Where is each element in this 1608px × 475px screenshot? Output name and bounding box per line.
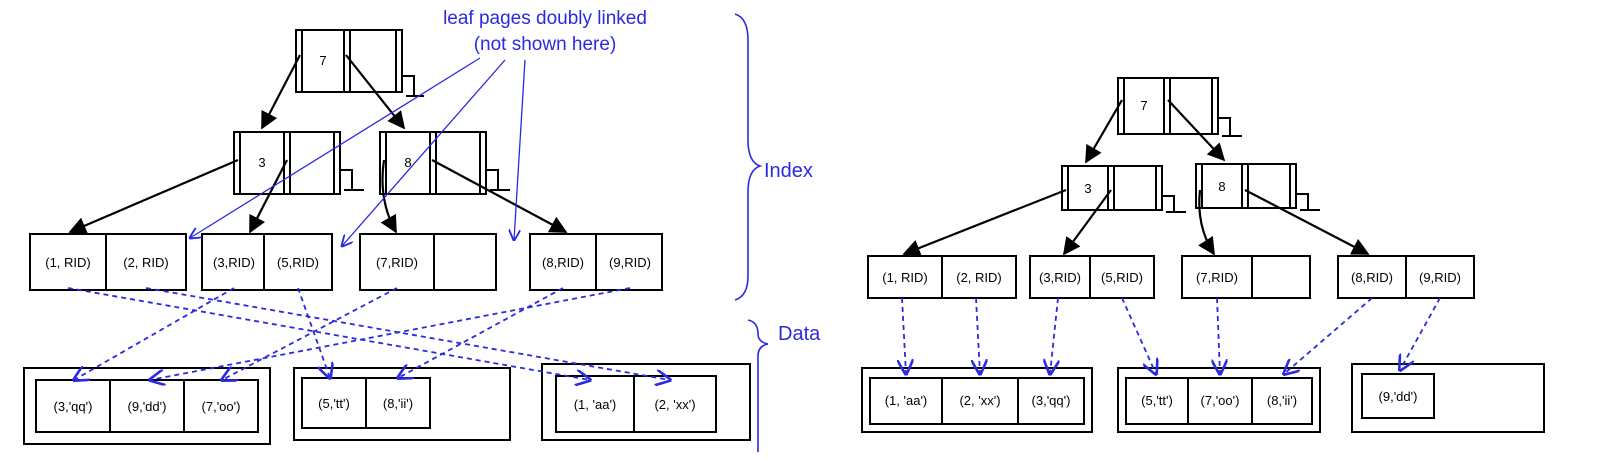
leaf-entry: (7,RID) (1196, 270, 1238, 285)
data-record: (2, 'xx') (959, 393, 1000, 408)
leaf-entry: (8,RID) (1351, 270, 1393, 285)
right-data-page-2: (5,'tt') (7,'oo') (8,'ii') (1117, 367, 1321, 433)
right-rid-pointers (902, 297, 1441, 374)
left-inner-key-8: 8 (404, 155, 411, 170)
data-record: (5,'tt') (318, 396, 350, 411)
null-pointer-ground-icon (340, 169, 364, 191)
leaf-entry: (2, RID) (956, 270, 1002, 285)
left-leaf-1: (1, RID) (2, RID) (29, 233, 187, 291)
right-inner-key-3: 3 (1084, 181, 1091, 196)
annotation-line-2: (not shown here) (474, 34, 617, 55)
data-label: Data (778, 323, 821, 345)
data-record: (9,'dd') (128, 399, 167, 414)
left-root-key: 7 (319, 53, 326, 68)
null-pointer-ground-icon (1218, 117, 1242, 137)
right-inner-node-8: 8 (1195, 163, 1320, 211)
null-pointer-ground-icon (402, 75, 424, 97)
left-data-page-2: (5,'tt') (8,'ii') (293, 367, 511, 441)
right-leaf-3: (7,RID) (1181, 255, 1311, 299)
data-record: (1, 'aa') (885, 393, 928, 408)
index-brace-icon (734, 13, 763, 301)
right-leaf-4: (8,RID) (9,RID) (1337, 255, 1475, 299)
data-record: (9,'dd') (1379, 389, 1418, 404)
left-leaf-3: (7,RID) (359, 233, 497, 291)
null-pointer-ground-icon (486, 169, 510, 191)
index-label: Index (764, 160, 813, 182)
right-root-node: 7 (1117, 77, 1242, 137)
leaf-entry: (3,RID) (213, 255, 255, 270)
data-record: (8,'ii') (383, 396, 413, 411)
leaf-entry: (3,RID) (1039, 270, 1081, 285)
left-data-page-1: (3,'qq') (9,'dd') (7,'oo') (23, 367, 271, 445)
left-root-node: 7 (295, 29, 424, 97)
leaf-entry: (5,RID) (277, 255, 319, 270)
data-record: (3,'qq') (1032, 393, 1071, 408)
leaf-entry: (9,RID) (609, 255, 651, 270)
right-leaf-2: (3,RID) (5,RID) (1029, 255, 1155, 299)
right-leaf-1: (1, RID) (2, RID) (867, 255, 1017, 299)
right-root-key: 7 (1140, 98, 1147, 113)
right-data-page-1: (1, 'aa') (2, 'xx') (3,'qq') (861, 367, 1093, 433)
left-leaf-2: (3,RID) (5,RID) (201, 233, 333, 291)
left-inner-node-8: 8 (379, 131, 510, 195)
leaf-entry: (7,RID) (376, 255, 418, 270)
leaf-entry: (8,RID) (542, 255, 584, 270)
left-leaf-4: (8,RID) (9,RID) (529, 233, 663, 291)
leaf-entry: (1, RID) (45, 255, 91, 270)
annotation-line-1: leaf pages doubly linked (443, 8, 647, 29)
leaf-entry: (5,RID) (1101, 270, 1143, 285)
right-inner-node-3: 3 (1061, 165, 1186, 213)
annotation-pointers (190, 57, 526, 246)
null-pointer-ground-icon (1162, 195, 1186, 213)
leaf-entry: (1, RID) (882, 270, 928, 285)
right-inner-key-8: 8 (1218, 179, 1225, 194)
left-inner-node-3: 3 (233, 131, 364, 195)
leaf-entry: (9,RID) (1419, 270, 1461, 285)
data-record: (1, 'aa') (574, 397, 617, 412)
null-pointer-ground-icon (1296, 193, 1320, 211)
right-diagram: 7 3 8 (861, 77, 1545, 433)
data-record: (3,'qq') (54, 399, 93, 414)
left-tree-pointers (68, 54, 568, 234)
left-diagram: 7 3 8 (23, 8, 821, 452)
data-record: (8,'ii') (1267, 393, 1297, 408)
data-record: (7,'oo') (1201, 393, 1240, 408)
right-data-page-3: (9,'dd') (1351, 363, 1545, 433)
data-record: (5,'tt') (1141, 393, 1173, 408)
leaf-entry: (2, RID) (123, 255, 169, 270)
left-rid-pointers (67, 287, 670, 380)
data-record: (2, 'xx') (654, 397, 695, 412)
left-data-page-3: (1, 'aa') (2, 'xx') (541, 363, 751, 441)
data-brace-icon (747, 319, 769, 452)
left-inner-key-3: 3 (258, 155, 265, 170)
data-record: (7,'oo') (202, 399, 241, 414)
right-tree-pointers (902, 99, 1370, 257)
